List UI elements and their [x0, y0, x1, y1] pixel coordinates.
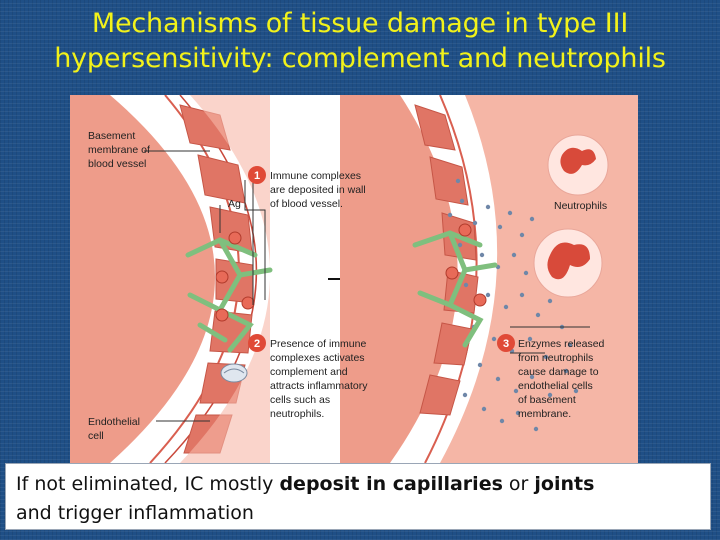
- immune-complex-lattice-left: [185, 237, 273, 353]
- step-3-line-6: membrane.: [518, 408, 571, 420]
- complement-icon: [220, 363, 248, 383]
- basement-label-3: blood vessel: [88, 158, 146, 170]
- step-2-line-4: attracts inflammatory: [270, 380, 368, 392]
- step-2-number: 2: [254, 338, 260, 350]
- step-3-line-4: endothelial cells: [518, 380, 593, 392]
- slide-title-line-2: hypersensitivity: complement and neutrop…: [54, 43, 666, 74]
- antigen-markers-right: [445, 223, 487, 307]
- mechanism-diagram: 1 2 3 Basement membrane of blood vessel …: [70, 95, 638, 463]
- step-1-line-3: of blood vessel.: [270, 198, 343, 210]
- antigen-markers-left: [215, 231, 255, 322]
- caption-emphasis-joints: joints: [534, 473, 595, 495]
- immune-complex-lattice-right: [412, 230, 498, 348]
- neutrophil-icon-1: [547, 134, 609, 196]
- pointer-lines: [144, 150, 266, 422]
- step-2-line-1: Presence of immune: [270, 338, 366, 350]
- caption-text-1: If not eliminated, IC mostly: [16, 473, 280, 495]
- ag-label: Ag: [228, 198, 241, 210]
- step-3-line-1: Enzymes released: [518, 338, 605, 350]
- caption-box: If not eliminated, IC mostly deposit in …: [5, 463, 711, 530]
- step-3-number: 3: [503, 338, 509, 350]
- caption-text-2: or: [502, 473, 535, 495]
- slide-title: Mechanisms of tissue damage in type III …: [0, 6, 720, 76]
- endothelial-label-1: Endothelial: [88, 416, 140, 428]
- step-2-line-2: complexes activates: [270, 352, 365, 364]
- step-1-line-1: Immune complexes: [270, 170, 361, 182]
- step-2-badge: 2: [248, 334, 266, 352]
- caption-line-2: and trigger inflammation: [16, 502, 254, 524]
- step-2-line-5: cells such as: [270, 394, 330, 406]
- step-1-number: 1: [254, 170, 260, 182]
- step-3-badge: 3: [497, 334, 515, 352]
- basement-label-1: Basement: [88, 130, 135, 142]
- step-1-line-2: are deposited in wall: [270, 184, 366, 196]
- basement-label-2: membrane of: [88, 144, 150, 156]
- endothelial-label-2: cell: [88, 430, 104, 442]
- slide-title-line-1: Mechanisms of tissue damage in type III: [91, 8, 629, 39]
- step-2-line-3: complement and: [270, 366, 348, 378]
- step-3-line-3: cause damage to: [518, 366, 599, 378]
- neutrophils-label: Neutrophils: [554, 200, 607, 212]
- step-3-line-5: of basement: [518, 394, 576, 406]
- step-3-line-2: from neutrophils: [518, 352, 593, 364]
- step-2-line-6: neutrophils.: [270, 408, 324, 420]
- step-1-badge: 1: [248, 166, 266, 184]
- right-vessel-wall: [340, 95, 479, 463]
- pointer-lines-right: [510, 326, 590, 354]
- neutrophil-icon-2: [533, 228, 603, 298]
- caption-emphasis-capillaries: deposit in capillaries: [279, 473, 503, 495]
- mechanism-figure: 1 2 3 Basement membrane of blood vessel …: [70, 95, 638, 463]
- caption-line-1: If not eliminated, IC mostly deposit in …: [16, 470, 700, 499]
